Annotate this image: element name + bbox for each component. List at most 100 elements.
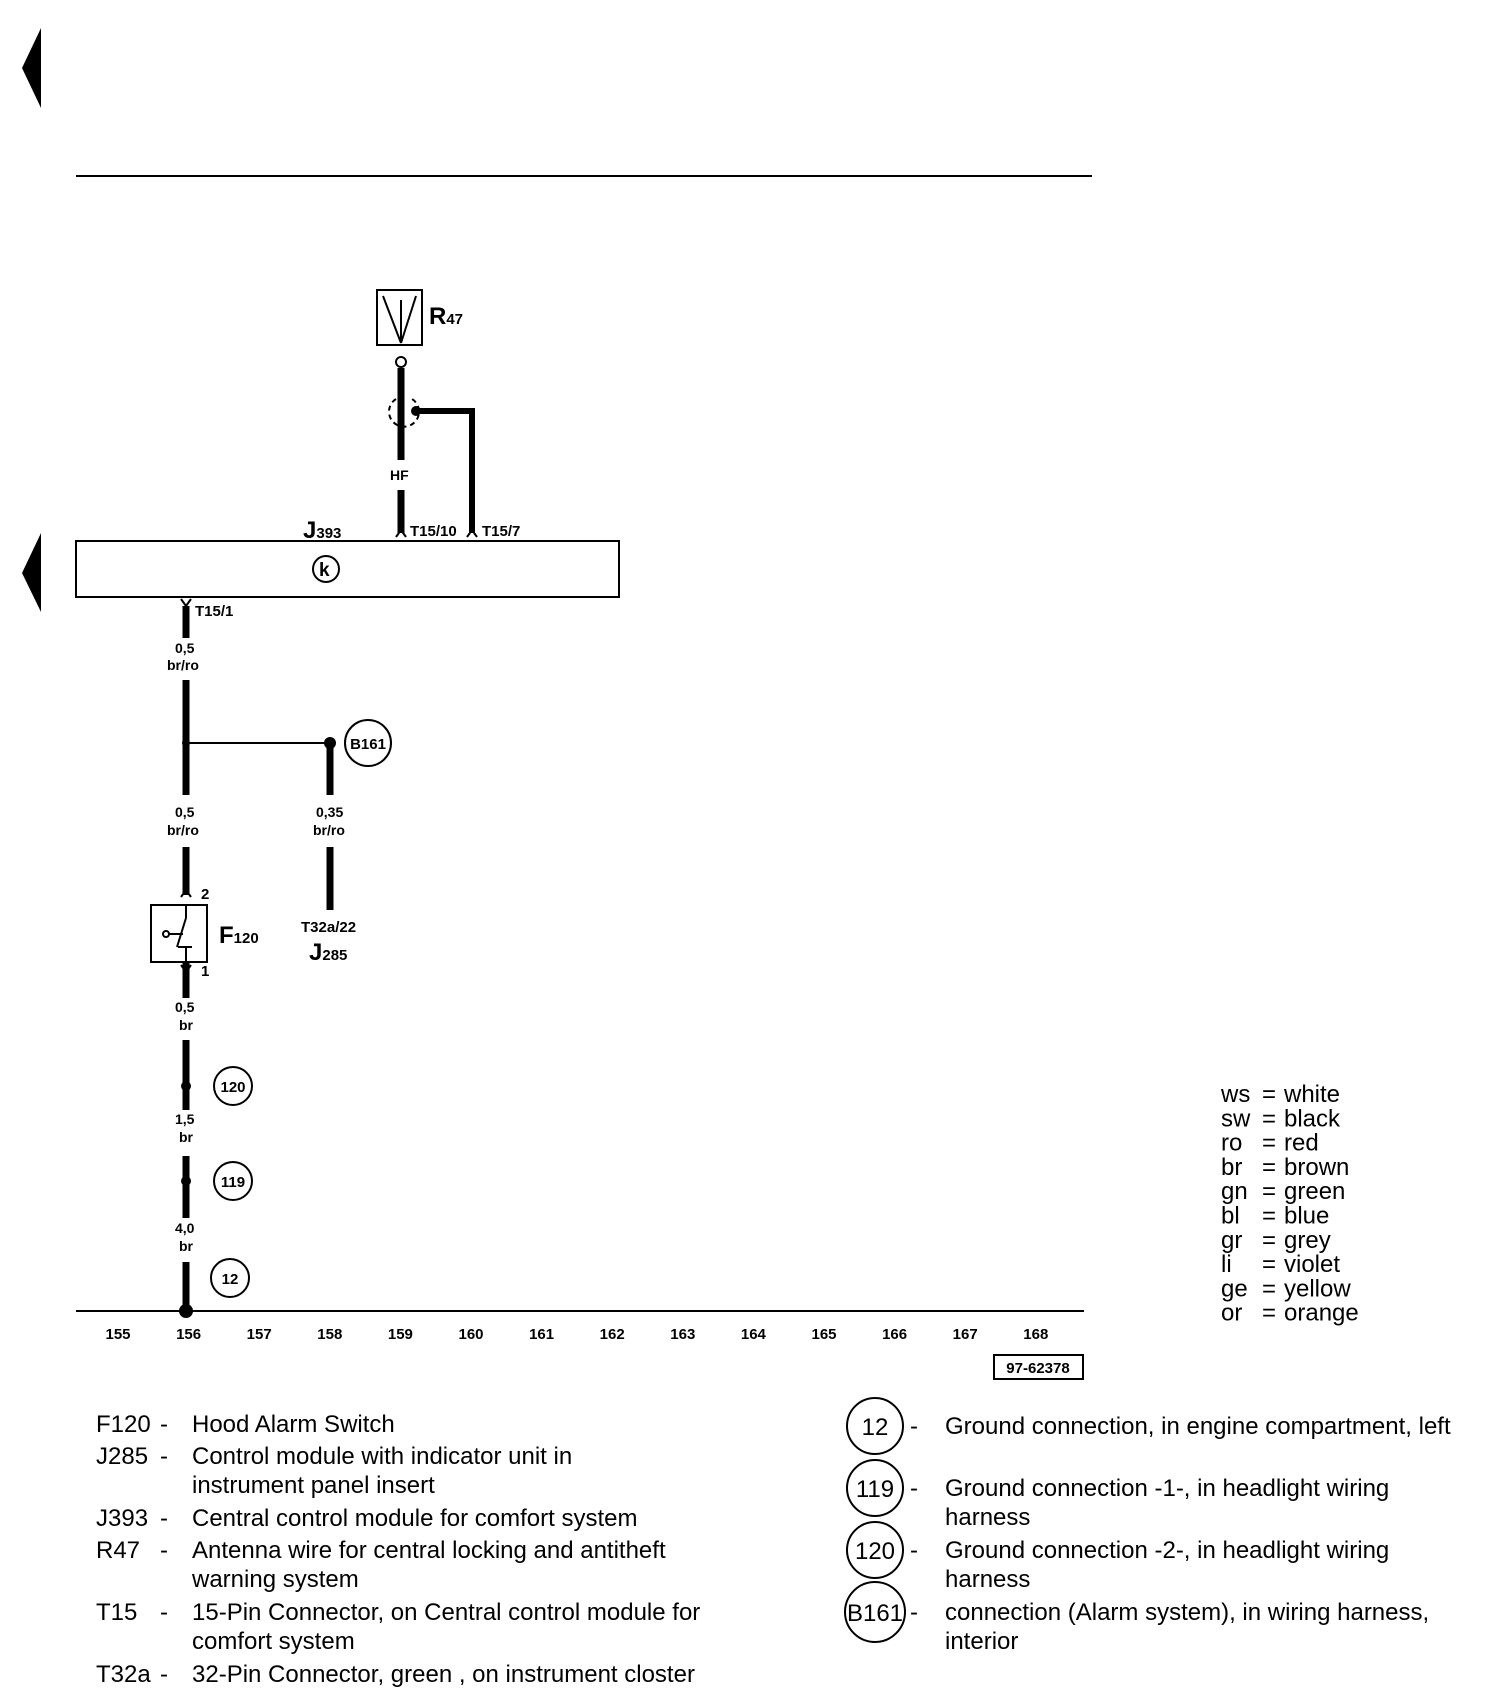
- connection-desc: Ground connection -2-, in headlight wiri…: [945, 1537, 1389, 1564]
- connection-desc: harness: [945, 1566, 1030, 1593]
- connection-dash: -: [910, 1413, 918, 1440]
- color-eq: =: [1262, 1130, 1276, 1157]
- f120-pin1: 1: [201, 963, 209, 980]
- color-code: gn: [1221, 1178, 1248, 1205]
- w1-gauge: 0,5: [175, 640, 195, 656]
- connection-num: 120: [855, 1538, 895, 1565]
- shield-node: [411, 406, 421, 416]
- w1-color: br/ro: [167, 657, 199, 673]
- color-eq: =: [1262, 1154, 1276, 1181]
- t15-7-label: T15/7: [482, 523, 520, 540]
- color-code: ro: [1221, 1130, 1242, 1157]
- ground-node: [179, 1304, 193, 1318]
- connection-dash: -: [910, 1537, 918, 1564]
- axis-number: 157: [247, 1326, 272, 1343]
- axis-number: 164: [741, 1326, 767, 1343]
- g120-connection: 120: [213, 1066, 253, 1106]
- connection-desc: Ground connection, in engine compartment…: [945, 1413, 1451, 1440]
- connection-desc: harness: [945, 1504, 1030, 1531]
- r47-label-text: R47: [429, 303, 463, 330]
- figure-code: 97-62378: [1006, 1360, 1069, 1377]
- axis-number: 162: [600, 1326, 625, 1343]
- nav-arrow-top-icon[interactable]: [22, 28, 41, 108]
- color-name: green: [1284, 1178, 1345, 1205]
- f120-label-letter: F: [219, 922, 234, 949]
- component-desc: instrument panel insert: [192, 1472, 435, 1499]
- g119-connection: 119: [213, 1161, 253, 1201]
- w3-gauge: 0,35: [316, 804, 343, 820]
- g119-text: 119: [221, 1174, 245, 1191]
- j393-label-letter: J: [303, 517, 316, 544]
- component-desc: Antenna wire for central locking and ant…: [192, 1537, 666, 1564]
- nav-arrow-mid-icon[interactable]: [22, 533, 41, 612]
- axis-number: 167: [953, 1326, 978, 1343]
- color-code: br: [1221, 1154, 1242, 1181]
- w5-gauge: 1,5: [175, 1111, 195, 1127]
- component-desc: Hood Alarm Switch: [192, 1411, 395, 1438]
- j393-label-sub: 393: [316, 525, 341, 542]
- pin-arrow-f120-2: [180, 888, 192, 898]
- component-dash: -: [160, 1537, 168, 1564]
- connection-num: 119: [856, 1476, 894, 1503]
- connection-desc: connection (Alarm system), in wiring har…: [945, 1599, 1429, 1626]
- component-code: T15: [96, 1599, 137, 1626]
- r47-label: R47: [429, 303, 463, 330]
- connection-desc: Ground connection -1-, in headlight wiri…: [945, 1475, 1389, 1502]
- g120-node: [181, 1081, 191, 1091]
- color-eq: =: [1262, 1251, 1276, 1278]
- color-name: yellow: [1284, 1275, 1351, 1302]
- wire-shield: [416, 408, 475, 533]
- axis-number: 159: [388, 1326, 413, 1343]
- connection-num: 12: [862, 1414, 889, 1441]
- component-dash: -: [160, 1505, 168, 1532]
- color-eq: =: [1262, 1081, 1276, 1108]
- svg-text:k: k: [319, 560, 330, 581]
- color-code: bl: [1221, 1203, 1240, 1230]
- f120-switch: [150, 904, 208, 963]
- r47-letter: R: [429, 303, 446, 330]
- component-code: J285: [96, 1443, 148, 1470]
- connection-desc: interior: [945, 1628, 1018, 1655]
- j285-label-letter: J: [309, 939, 322, 966]
- connection-num: B161: [847, 1600, 903, 1627]
- color-code: sw: [1221, 1105, 1251, 1132]
- w6-gauge: 4,0: [175, 1220, 195, 1236]
- component-dash: -: [160, 1411, 168, 1438]
- color-name: grey: [1284, 1227, 1331, 1254]
- w6-color: br: [179, 1238, 194, 1254]
- axis-number: 166: [882, 1326, 907, 1343]
- f120-label: F120: [219, 922, 259, 949]
- t32a-22-label: T32a/22: [301, 919, 356, 936]
- j285-label-sub: 285: [322, 947, 347, 964]
- axis-number: 165: [811, 1326, 836, 1343]
- color-name: violet: [1284, 1251, 1340, 1278]
- component-desc: 32-Pin Connector, green , on instrument …: [192, 1661, 695, 1688]
- branch-node: [182, 739, 190, 747]
- w2-gauge: 0,5: [175, 804, 195, 820]
- connection-dash: -: [910, 1599, 918, 1626]
- component-code: F120: [96, 1411, 151, 1438]
- k-circle-icon: k: [312, 555, 340, 583]
- connection-circle: [844, 1581, 906, 1643]
- color-name: orange: [1284, 1300, 1359, 1327]
- component-code: T32a: [96, 1661, 151, 1688]
- w2-color: br/ro: [167, 822, 199, 838]
- component-desc: Central control module for comfort syste…: [192, 1505, 638, 1532]
- color-code: ws: [1220, 1081, 1250, 1108]
- color-name: brown: [1284, 1154, 1349, 1181]
- component-dash: -: [160, 1661, 168, 1688]
- pin-arrow-t15-7: [466, 528, 478, 538]
- color-name: blue: [1284, 1203, 1329, 1230]
- color-code: ge: [1221, 1275, 1248, 1302]
- color-code: li: [1221, 1251, 1232, 1278]
- color-eq: =: [1262, 1178, 1276, 1205]
- axis-number: 155: [105, 1326, 130, 1343]
- b161-text: B161: [350, 736, 386, 753]
- b161-connection: B161: [344, 719, 392, 767]
- t15-10-label: T15/10: [410, 523, 457, 540]
- axis-number: 156: [176, 1326, 201, 1343]
- color-name: red: [1284, 1130, 1319, 1157]
